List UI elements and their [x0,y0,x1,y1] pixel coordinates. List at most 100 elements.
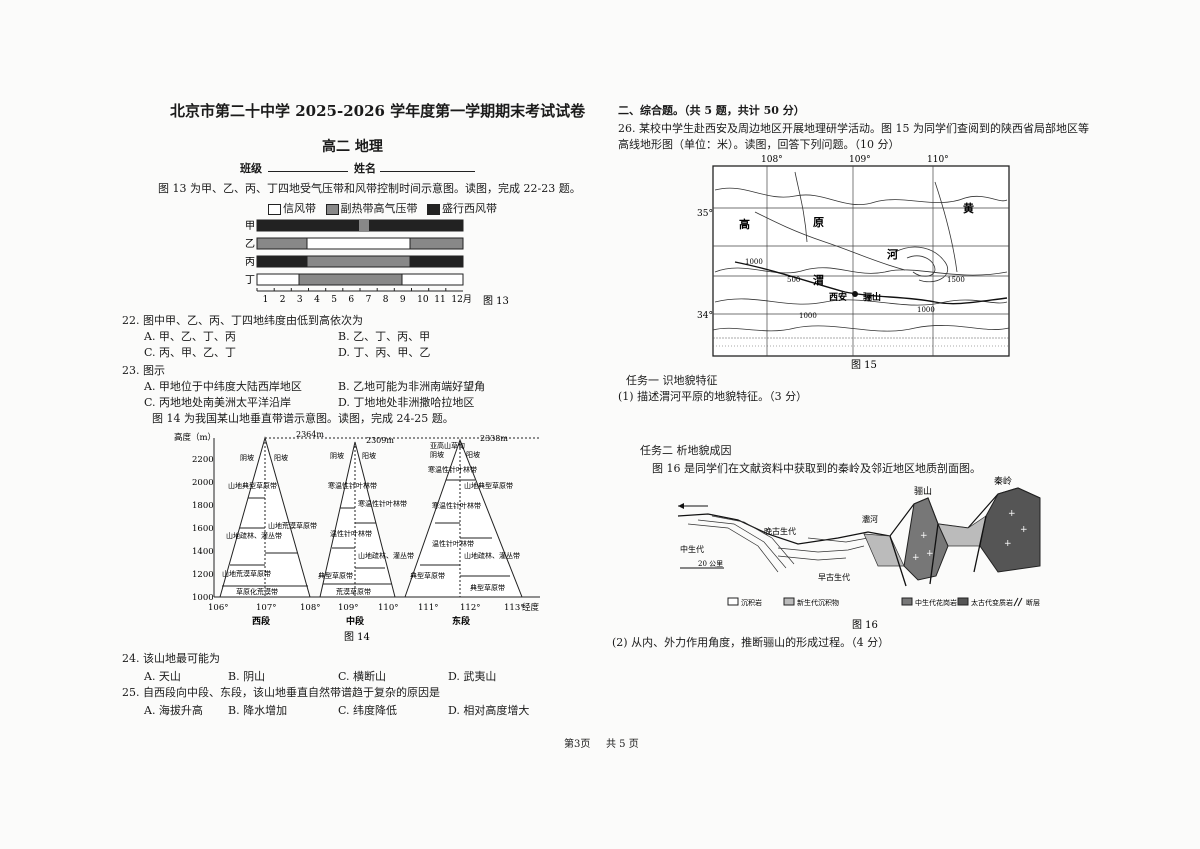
svg-text:西安: 西安 [829,291,847,303]
fig15-label: 图 15 [851,359,877,371]
svg-text:+: + [1008,509,1016,519]
svg-text:113°: 113° [504,603,524,613]
svg-text:亚高山草甸: 亚高山草甸 [430,441,465,450]
svg-text:山地疏林、灌丛带: 山地疏林、灌丛带 [226,531,282,540]
svg-text:2000: 2000 [192,478,214,488]
svg-text:山地疏林、灌丛带: 山地疏林、灌丛带 [358,551,414,560]
q22-option-a[interactable]: A. 甲、乙、丁、丙 [144,330,236,343]
row-label-jia: 甲 [245,221,255,232]
q24-option-c[interactable]: C. 横断山 [338,670,387,683]
q23-option-c[interactable]: C. 丙地地处南美洲太平洋沿岸 [144,396,292,409]
task2-intro: 图 16 是同学们在文献资料中获取到的秦岭及邻近地区地质剖面图。 [652,462,981,475]
q25-option-a[interactable]: A. 海拔升高 [144,704,203,717]
svg-text:1000: 1000 [192,593,214,603]
svg-text:106°: 106° [208,603,228,613]
svg-text:秦岭: 秦岭 [994,476,1012,487]
svg-text:2364m: 2364m [296,430,324,439]
middle-mountain [319,441,396,598]
bar-yi-trade [306,237,411,250]
bar-ding-subtropical-high [298,273,403,286]
month-tick: 5 [331,295,337,305]
q22-option-c[interactable]: C. 丙、甲、乙、丁 [144,346,237,359]
row-label-bing: 丙 [245,257,255,268]
svg-text:河: 河 [887,247,898,261]
fig13-label: 图 13 [483,295,509,307]
svg-text:晚古生代: 晚古生代 [764,526,796,536]
q24-option-d[interactable]: D. 武夷山 [448,670,497,683]
svg-text:西段: 西段 [252,615,271,627]
month-tick: 9 [400,295,406,305]
svg-text:109°: 109° [338,603,358,613]
q23-option-d[interactable]: D. 丁地地处非洲撒哈拉地区 [338,396,475,409]
footer-page: 第3页 [564,739,591,750]
svg-text:东段: 东段 [452,615,471,627]
svg-text:1000: 1000 [799,312,817,320]
q24-option-a[interactable]: A. 天山 [144,670,181,683]
svg-text:原: 原 [813,216,824,229]
fig14-label: 图 14 [344,631,370,643]
month-tick: 7 [366,295,372,305]
q23-option-a[interactable]: A. 甲地位于中纬度大陆西岸地区 [144,380,302,393]
q22-option-d[interactable]: D. 丁、丙、甲、乙 [338,346,431,359]
q25-option-d[interactable]: D. 相对高度增大 [448,704,530,717]
svg-text:骊山: 骊山 [863,291,881,303]
q24-option-b[interactable]: B. 阴山 [228,670,266,683]
svg-text:107°: 107° [256,603,276,613]
svg-text:34°: 34° [697,311,713,321]
svg-text:1400: 1400 [192,547,214,557]
svg-text:高: 高 [739,217,750,231]
svg-text:1800: 1800 [192,501,214,511]
exam-title: 北京市第二十中学 2025-2026 学年度第一学期期末考试试卷 [170,102,586,120]
svg-text:典型草原带: 典型草原带 [410,571,445,580]
fig14-diagram: 高度（m） 2200 2000 1800 1600 1400 1200 1000… [174,430,540,643]
svg-text:温性针叶林带: 温性针叶林带 [432,539,474,548]
west-mountain [219,436,311,598]
svg-text:断层: 断层 [1026,598,1040,607]
svg-text:山地荒漠草原带: 山地荒漠草原带 [268,521,317,530]
svg-text:中生代: 中生代 [680,544,704,554]
q22-option-b[interactable]: B. 乙、丁、丙、甲 [338,330,431,343]
q26-line1: 26. 某校中学生赴西安及周边地区开展地理研学活动。图 15 为同学们查阅到的陕… [618,122,1089,135]
svg-text:2200: 2200 [192,455,214,465]
lishan-granite [903,497,949,581]
svg-text:中生代花岗岩: 中生代花岗岩 [915,598,957,607]
fig14-ylabel: 高度（m） [174,432,216,443]
q25-option-b[interactable]: B. 降水增加 [228,704,288,717]
svg-text:寒温性针叶林带: 寒温性针叶林带 [428,465,477,474]
month-tick: 1 [263,295,269,305]
svg-text:经度: 经度 [522,602,540,613]
month-tick: 11 [434,295,445,305]
svg-text:1500: 1500 [947,276,965,284]
svg-text:荒漠草原带: 荒漠草原带 [336,587,371,596]
svg-text:1600: 1600 [192,524,214,534]
svg-text:108°: 108° [300,603,320,613]
svg-text:+: + [912,553,920,563]
svg-text:阴坡: 阴坡 [330,451,344,460]
svg-text:110°: 110° [927,155,949,165]
svg-text:112°: 112° [460,603,480,613]
svg-text:1000: 1000 [917,306,935,314]
svg-text:黄: 黄 [963,201,974,215]
q23-option-b[interactable]: B. 乙地可能为非洲南端好望角 [338,380,486,393]
month-tick: 10 [417,295,429,305]
class-label: 班级姓名 [240,162,475,176]
row-label-ding: 丁 [245,275,255,286]
fig16-label: 图 16 [852,619,878,631]
svg-text:阳坡: 阳坡 [466,450,480,459]
svg-text:20 公里: 20 公里 [698,560,723,568]
svg-text:500: 500 [787,276,800,284]
q25-option-c[interactable]: C. 纬度降低 [338,704,398,717]
svg-text:阳坡: 阳坡 [362,451,376,460]
xian-dot [852,291,858,297]
wei-river [734,261,1008,305]
svg-text:110°: 110° [378,603,398,613]
east-mountain [404,438,523,598]
fig15-map: 108° 109° 110° 35° 34° 高 原 渭 河 西安 骊山 黄 [697,155,1010,371]
month-tick: 2 [280,295,286,305]
fig16-section: +++ +++ 秦岭 灞河 骊山 中生代 晚古生代 早古生代 20 公里 沉积岩… [677,476,1041,631]
month-tick: 12月 [451,294,471,305]
svg-text:35°: 35° [697,209,713,219]
svg-text:108°: 108° [761,155,783,165]
section-title: 二、综合题。（共 5 题，共计 50 分） [618,104,805,117]
